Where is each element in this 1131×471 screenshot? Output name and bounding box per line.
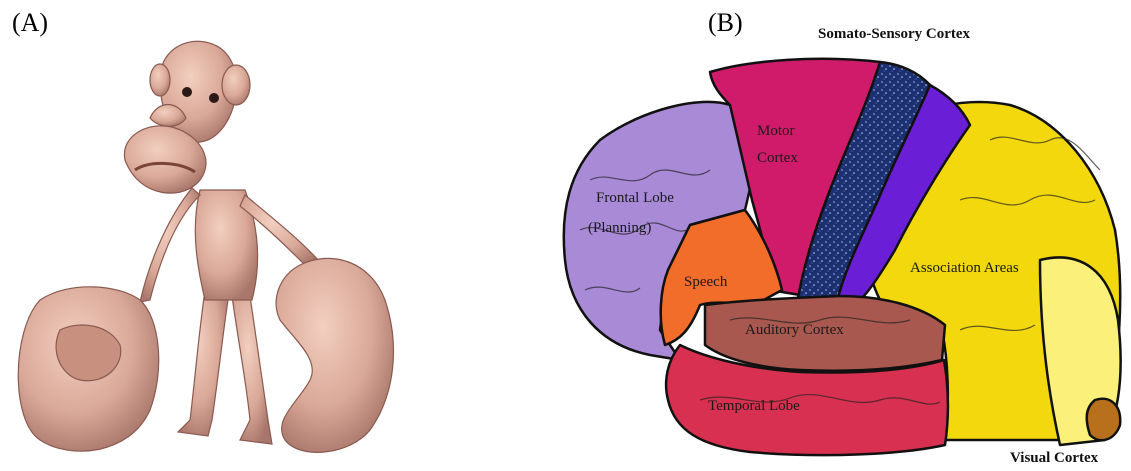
motor-label-line1: Motor (757, 123, 795, 139)
frontal-lobe-label: Frontal Lobe (596, 190, 674, 206)
auditory-cortex-label: Auditory Cortex (745, 322, 844, 338)
frontal-planning-label: (Planning) (588, 220, 651, 236)
visual-cortex-label: Visual Cortex (1010, 450, 1099, 466)
speech-label: Speech (684, 274, 728, 290)
somato-sensory-label: Somato-Sensory Cortex (818, 26, 971, 42)
homunculus-figure (18, 41, 393, 452)
brain-diagram (564, 59, 1121, 455)
temporal-lobe-label: Temporal Lobe (708, 398, 800, 414)
association-areas-label: Association Areas (910, 260, 1019, 276)
motor-label-line2: Cortex (757, 150, 798, 166)
visual-cortex-region (1087, 399, 1121, 440)
